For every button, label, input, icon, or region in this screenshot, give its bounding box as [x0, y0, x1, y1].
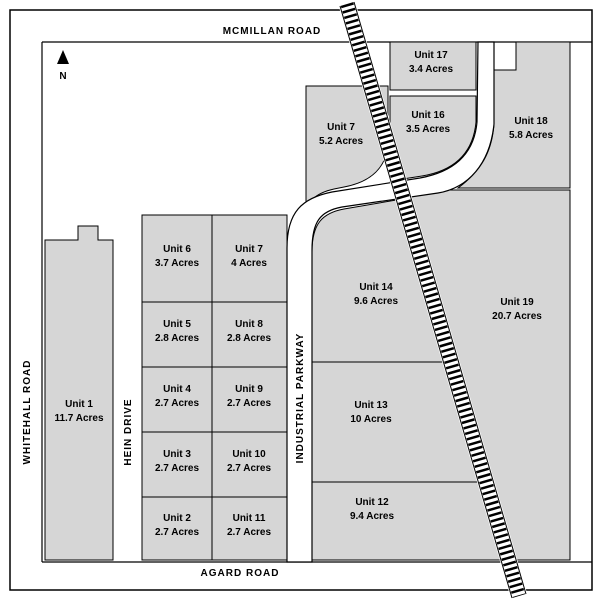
parcel-unit-11: Unit 11 2.7 Acres	[211, 496, 288, 561]
unit-11-acres: 2.7 Acres	[227, 527, 272, 538]
unit-1-acres: 11.7 Acres	[54, 413, 104, 424]
unit-5-name: Unit 5	[163, 319, 191, 330]
parcel-unit-16: Unit 16 3.5 Acres	[389, 95, 477, 182]
agard-road-label: AGARD ROAD	[201, 568, 280, 579]
road-labels: MCMILLAN ROAD WHITEHALL ROAD AGARD ROAD …	[22, 26, 322, 579]
unit-4-acres: 2.7 Acres	[155, 398, 200, 409]
unit-6-name: Unit 6	[163, 244, 191, 255]
unit-2-acres: 2.7 Acres	[155, 527, 200, 538]
unit-3-acres: 2.7 Acres	[155, 463, 200, 474]
unit-19-name: Unit 19	[500, 297, 534, 308]
unit-7-grid-acres: 4 Acres	[231, 258, 267, 269]
parcel-unit-3: Unit 3 2.7 Acres	[141, 431, 213, 498]
unit-11-name: Unit 11	[233, 513, 266, 524]
unit-3-name: Unit 3	[163, 449, 191, 460]
unit-5-acres: 2.8 Acres	[155, 333, 200, 344]
unit-17-name: Unit 17	[414, 50, 448, 61]
parcel-unit-6: Unit 6 3.7 Acres	[141, 214, 213, 303]
mcmillan-road-label: MCMILLAN ROAD	[223, 26, 322, 37]
unit-14-acres: 9.6 Acres	[354, 296, 399, 307]
unit-17-acres: 3.4 Acres	[409, 64, 454, 75]
unit-7-north-name: Unit 7	[327, 122, 355, 133]
parcel-unit-1-shape	[44, 225, 114, 561]
industrial-parkway-road-band	[286, 41, 495, 563]
unit-10-acres: 2.7 Acres	[227, 463, 272, 474]
parcel-unit-1: Unit 1 11.7 Acres	[44, 225, 114, 561]
parcel-unit-4: Unit 4 2.7 Acres	[141, 366, 213, 433]
parcel-unit-17: Unit 17 3.4 Acres	[389, 41, 477, 91]
unit-2-name: Unit 2	[163, 513, 191, 524]
whitehall-road-label: WHITEHALL ROAD	[22, 360, 33, 465]
unit-13-name: Unit 13	[354, 400, 388, 411]
parcel-unit-12-shape	[311, 481, 510, 561]
unit-12-name: Unit 12	[355, 497, 389, 508]
unit-8-acres: 2.8 Acres	[227, 333, 272, 344]
north-arrow: N	[57, 50, 69, 82]
unit-18-name: Unit 18	[514, 116, 548, 127]
unit-18-acres: 5.8 Acres	[509, 130, 554, 141]
railroad-rail-left	[339, 5, 513, 599]
map-border	[9, 9, 593, 591]
unit-19-acres: 20.7 Acres	[492, 311, 542, 322]
unit-1-name: Unit 1	[65, 399, 93, 410]
unit-12-acres: 9.4 Acres	[350, 511, 395, 522]
parcel-unit-5: Unit 5 2.8 Acres	[141, 301, 213, 368]
unit-16-acres: 3.5 Acres	[406, 124, 451, 135]
unit-4-name: Unit 4	[163, 384, 191, 395]
unit-14-name: Unit 14	[359, 282, 393, 293]
industrial-parkway-label: INDUSTRIAL PARKWAY	[295, 333, 306, 464]
parcel-unit-17-shape	[389, 41, 477, 91]
parcel-unit-8: Unit 8 2.8 Acres	[211, 301, 288, 368]
unit-7-grid-name: Unit 7	[235, 244, 263, 255]
unit-6-acres: 3.7 Acres	[155, 258, 200, 269]
hein-drive-label: HEIN DRIVE	[123, 398, 134, 465]
unit-13-acres: 10 Acres	[350, 414, 392, 425]
unit-9-name: Unit 9	[235, 384, 263, 395]
railroad-track	[338, 1, 528, 599]
north-arrow-icon	[57, 50, 69, 64]
parcel-unit-9: Unit 9 2.7 Acres	[211, 366, 288, 433]
north-arrow-label: N	[59, 71, 66, 82]
parcel-unit-2: Unit 2 2.7 Acres	[141, 496, 213, 561]
parcel-unit-12: Unit 12 9.4 Acres	[311, 481, 510, 561]
unit-10-name: Unit 10	[232, 449, 266, 460]
unit-9-acres: 2.7 Acres	[227, 398, 272, 409]
parcel-unit-16-shape	[389, 95, 477, 182]
railroad-rail-right	[353, 1, 527, 595]
parcel-unit-7-grid: Unit 7 4 Acres	[211, 214, 288, 303]
parcels: Unit 1 11.7 Acres Unit 6 3.7 Acres Unit …	[44, 41, 571, 561]
parcel-unit-10: Unit 10 2.7 Acres	[211, 431, 288, 498]
railroad-ties	[340, 2, 526, 598]
unit-7-north-acres: 5.2 Acres	[319, 136, 364, 147]
unit-8-name: Unit 8	[235, 319, 263, 330]
unit-16-name: Unit 16	[411, 110, 445, 121]
